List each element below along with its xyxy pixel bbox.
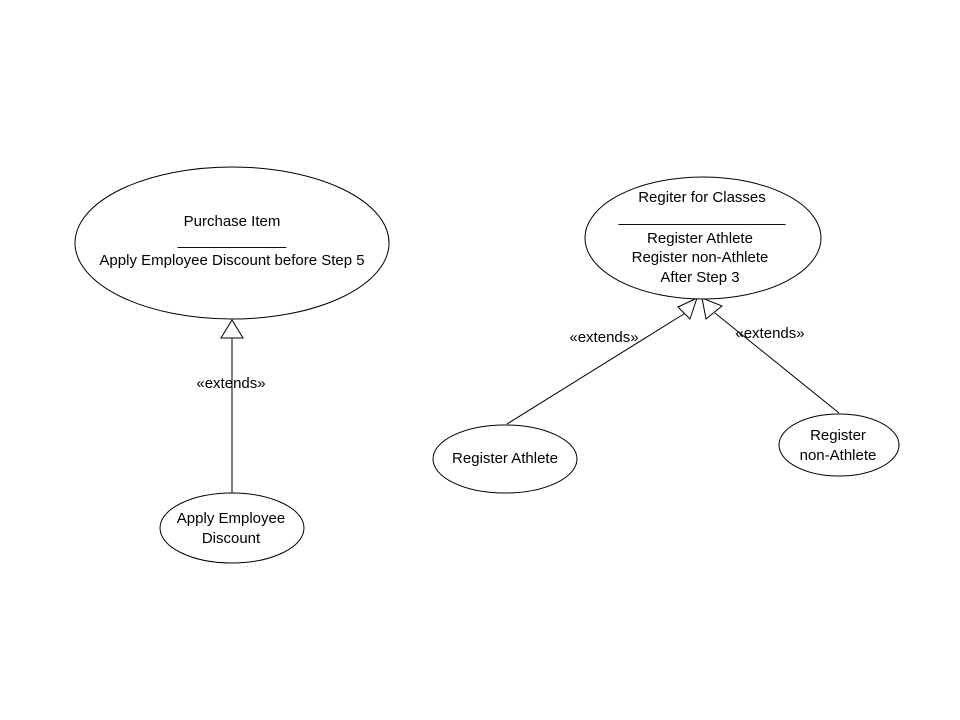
register-athlete-label: Register Athlete — [452, 450, 558, 467]
register-for-classes-ext-athlete: Register Athlete — [647, 230, 753, 247]
purchase-item-separator: _____________ — [177, 232, 287, 249]
extends-line-athlete — [506, 311, 688, 425]
generalization-arrowhead-purchase — [220, 319, 244, 339]
extends-line-non-athlete — [714, 312, 840, 414]
register-non-athlete-line2: non-Athlete — [800, 447, 877, 464]
register-for-classes-ext-step: After Step 3 — [660, 269, 739, 286]
use-case-apply-employee-discount[interactable] — [159, 492, 305, 564]
register-non-athlete-line1: Register — [810, 427, 866, 444]
apply-employee-discount-line2: Discount — [202, 530, 261, 547]
purchase-item-title: Purchase Item — [184, 213, 281, 230]
register-for-classes-title: Regiter for Classes — [638, 189, 766, 206]
extends-label-athlete: «extends» — [569, 329, 638, 346]
use-case-register-athlete[interactable] — [432, 424, 578, 494]
use-case-purchase-item[interactable] — [74, 166, 390, 320]
use-case-register-non-athlete[interactable] — [778, 413, 900, 477]
generalization-arrowhead-athlete — [677, 297, 698, 320]
register-for-classes-ext-non-athlete: Register non-Athlete — [632, 249, 769, 266]
register-for-classes-separator: ____________________ — [618, 209, 787, 226]
extends-label-non-athlete: «extends» — [735, 325, 804, 342]
purchase-item-extension-point: Apply Employee Discount before Step 5 — [99, 252, 364, 269]
apply-employee-discount-line1: Apply Employee — [177, 510, 285, 527]
extends-label-discount: «extends» — [196, 375, 265, 392]
generalization-arrowhead-non-athlete — [701, 297, 723, 320]
use-case-register-for-classes[interactable] — [584, 176, 822, 300]
